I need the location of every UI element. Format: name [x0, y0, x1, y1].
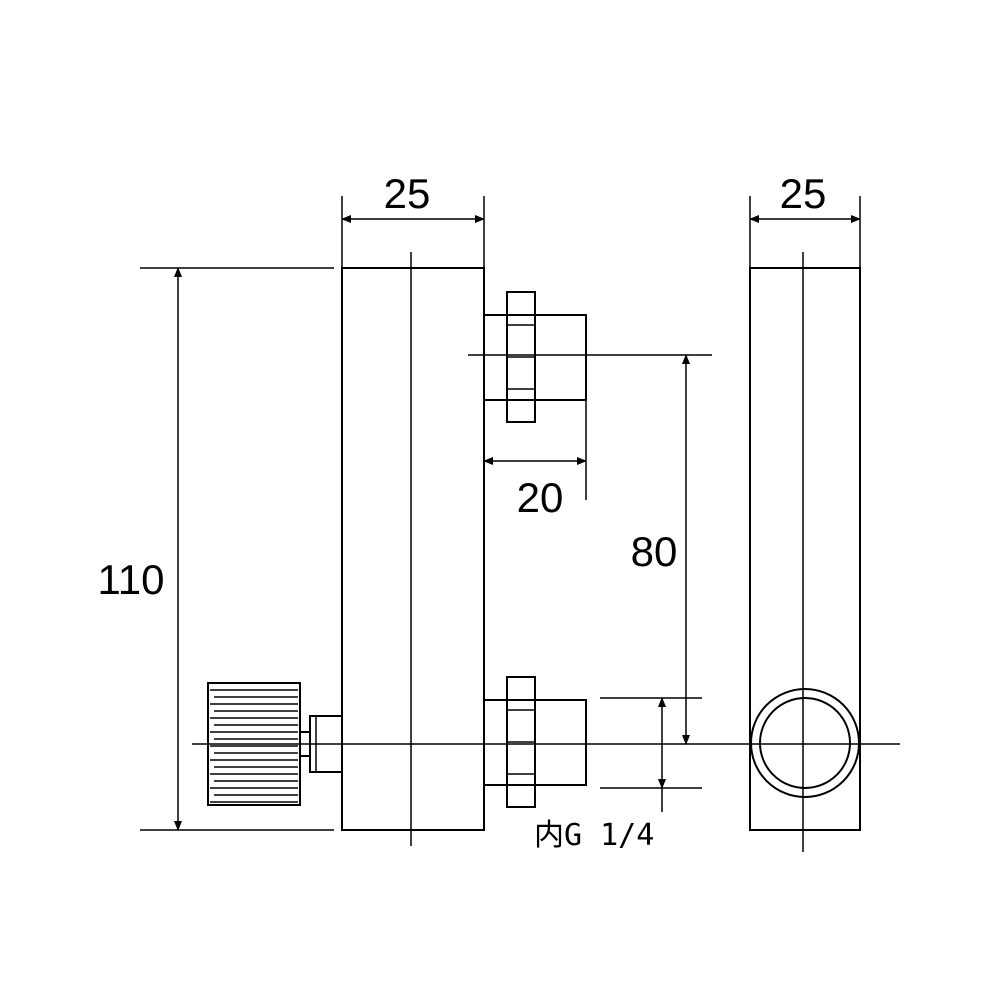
port-length-label: 20: [517, 474, 564, 521]
overall-height-label: 110: [98, 556, 165, 603]
side-width-label: 25: [780, 170, 827, 217]
dimension-front-width: 25: [341, 170, 485, 268]
front-width-label: 25: [384, 170, 431, 217]
dimension-port-length: 20: [483, 457, 587, 521]
port-spacing-label: 80: [631, 528, 678, 575]
dimension-side-width: 25: [749, 170, 861, 268]
side-body-outline: [749, 267, 861, 831]
knob-knurling: [210, 689, 298, 803]
front-view: [192, 252, 900, 846]
thread-note: 内G 1/4: [534, 818, 654, 853]
front-body-outline: [341, 267, 485, 831]
side-view: [749, 252, 861, 852]
lower-port-fitting: [483, 676, 587, 808]
upper-port-fitting: [483, 291, 587, 500]
dimension-overall-height: 110: [98, 267, 334, 831]
dimension-thread: 内G 1/4: [534, 697, 702, 853]
port-circle-inner: [759, 697, 851, 789]
dimension-port-spacing: 80: [600, 354, 702, 745]
port-circle-outer: [750, 688, 860, 798]
